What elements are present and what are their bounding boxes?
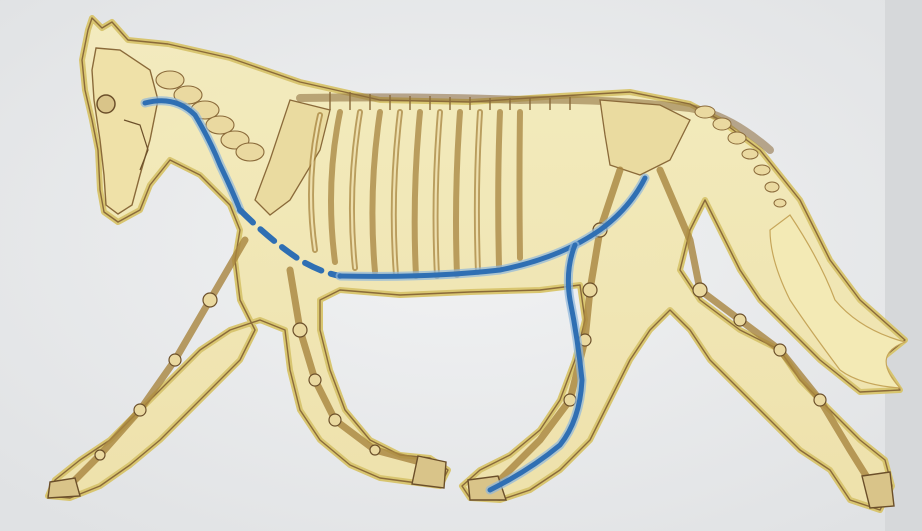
page-edge-right: [885, 0, 922, 531]
eye-socket: [97, 95, 115, 113]
